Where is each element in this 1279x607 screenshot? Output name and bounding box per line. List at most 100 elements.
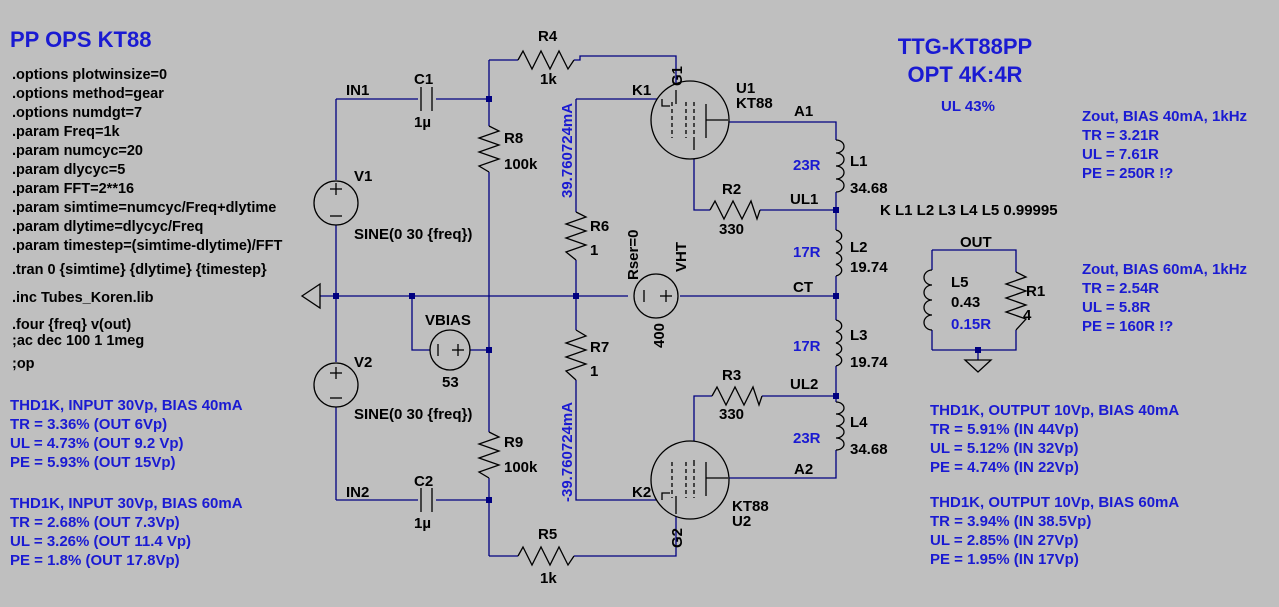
svg-text:UL = 5.12% (IN 32Vp): UL = 5.12% (IN 32Vp): [930, 440, 1079, 457]
capacitor-c2[interactable]: [420, 488, 433, 512]
resistor-r4[interactable]: [517, 49, 575, 71]
svg-text:THD1K, OUTPUT 10Vp, BIAS 40mA: THD1K, OUTPUT 10Vp, BIAS 40mA: [930, 402, 1179, 419]
value-r1: 4: [1023, 307, 1032, 324]
net-label-a1: A1: [794, 103, 813, 120]
value-r8: 100k: [504, 156, 538, 173]
tube-u2[interactable]: [650, 440, 730, 520]
value-l3: 19.74: [850, 354, 888, 371]
svg-text:UL = 7.61R: UL = 7.61R: [1082, 146, 1159, 163]
directive: .param simtime=numcyc/Freq+dlytime: [12, 200, 276, 216]
page-title: PP OPS KT88: [10, 27, 151, 52]
resistor-r7[interactable]: [564, 329, 588, 381]
value-c2: 1µ: [414, 515, 431, 532]
voltage-source-v2[interactable]: [313, 362, 359, 408]
net-label-ul1: UL1: [790, 191, 818, 208]
capacitor-c1[interactable]: [420, 87, 433, 111]
current-readout-r6: 39.760724mA: [559, 103, 576, 198]
pin-label-g1: G1: [669, 66, 686, 86]
net-label-ul2: UL2: [790, 376, 818, 393]
dcr-l2: 17R: [793, 244, 821, 261]
resistor-r3[interactable]: [711, 385, 763, 408]
directive: ;ac dec 100 1 1meg: [12, 333, 144, 349]
model-u2: KT88: [732, 498, 769, 515]
model-u1: KT88: [736, 95, 773, 112]
svg-text:PE = 1.8% (OUT 17.8Vp): PE = 1.8% (OUT 17.8Vp): [10, 552, 180, 569]
svg-text:Zout, BIAS 60mA, 1kHz: Zout, BIAS 60mA, 1kHz: [1082, 261, 1247, 278]
label-vbias: VBIAS: [425, 312, 471, 329]
label-r2: R2: [722, 181, 741, 198]
pin-label-k2: K2: [632, 484, 651, 501]
value-r5: 1k: [540, 570, 557, 587]
directive: .param dlytime=dlycyc/Freq: [12, 219, 203, 235]
directive-list: .options plotwinsize=0 .options method=g…: [12, 67, 282, 372]
label-c1: C1: [414, 71, 433, 88]
zout-60ma: Zout, BIAS 60mA, 1kHz TR = 2.54R UL = 5.…: [1082, 261, 1247, 335]
inductor-l4[interactable]: [835, 401, 845, 451]
svg-text:TR = 3.94% (IN 38.5Vp): TR = 3.94% (IN 38.5Vp): [930, 513, 1091, 530]
label-u1: U1: [736, 80, 755, 97]
directive: .param FFT=2**16: [12, 181, 134, 197]
net-label-in1: IN1: [346, 82, 369, 99]
pin-label-k1: K1: [632, 82, 651, 99]
directive: .options method=gear: [12, 86, 164, 102]
voltage-source-vbias[interactable]: [429, 329, 471, 371]
input-thd-60ma: THD1K, INPUT 30Vp, BIAS 60mA TR = 2.68% …: [10, 495, 243, 569]
value-r6: 1: [590, 242, 598, 259]
pin-label-g2: G2: [669, 528, 686, 548]
label-r6: R6: [590, 218, 609, 235]
output-thd-60ma: THD1K, OUTPUT 10Vp, BIAS 60mA TR = 3.94%…: [930, 494, 1179, 568]
value-l5: 0.43: [951, 294, 980, 311]
voltage-source-v1[interactable]: [313, 180, 359, 226]
svg-text:THD1K, INPUT 30Vp, BIAS 40mA: THD1K, INPUT 30Vp, BIAS 40mA: [10, 397, 243, 414]
label-l2: L2: [850, 239, 868, 256]
directive: .options numdgt=7: [12, 105, 142, 121]
value-r2: 330: [719, 221, 744, 238]
directive: .param timestep=(simtime-dlytime)/FFT: [12, 238, 282, 254]
label-l4: L4: [850, 414, 868, 431]
resistor-r6[interactable]: [564, 211, 588, 261]
inductor-l1[interactable]: [835, 139, 845, 193]
label-l5: L5: [951, 274, 969, 291]
value-r7: 1: [590, 363, 598, 380]
label-v2: V2: [354, 354, 372, 371]
net-label-ct: CT: [793, 279, 813, 296]
directive: .param Freq=1k: [12, 124, 121, 140]
dcr-l3: 17R: [793, 338, 821, 355]
value-r4: 1k: [540, 71, 557, 88]
svg-text:PE = 1.95% (IN 17Vp): PE = 1.95% (IN 17Vp): [930, 551, 1079, 568]
svg-text:TR = 3.36% (OUT 6Vp): TR = 3.36% (OUT 6Vp): [10, 416, 167, 433]
resistor-r9[interactable]: [477, 431, 501, 479]
ground-symbol-output[interactable]: [963, 359, 993, 373]
resistor-r1[interactable]: [1004, 271, 1028, 331]
component-labels: IN1 IN2 C1 1µ C2 1µ R4 1k R5 1k R8 100k …: [346, 28, 1045, 587]
value-vht: 400: [651, 323, 668, 348]
directive: .tran 0 {simtime} {dlytime} {timestep}: [12, 262, 267, 278]
output-thd-40ma: THD1K, OUTPUT 10Vp, BIAS 40mA TR = 5.91%…: [930, 402, 1179, 476]
inductor-l2[interactable]: [835, 229, 843, 277]
net-label-a2: A2: [794, 461, 813, 478]
label-vht: VHT: [673, 242, 690, 272]
label-r7: R7: [590, 339, 609, 356]
inductor-l5[interactable]: [923, 269, 933, 331]
wires: [320, 55, 1017, 557]
value-l1: 34.68: [850, 180, 888, 197]
inductor-l3[interactable]: [835, 319, 843, 367]
label-u2: U2: [732, 513, 751, 530]
label-r3: R3: [722, 367, 741, 384]
svg-text:TTG-KT88PP: TTG-KT88PP: [898, 34, 1032, 59]
label-l1: L1: [850, 153, 868, 170]
value-l4: 34.68: [850, 441, 888, 458]
value-vbias: 53: [442, 374, 459, 391]
label-r9: R9: [504, 434, 523, 451]
voltage-source-vht[interactable]: [633, 273, 679, 319]
resistor-r2[interactable]: [709, 199, 761, 222]
svg-text:THD1K, INPUT 30Vp, BIAS 60mA: THD1K, INPUT 30Vp, BIAS 60mA: [10, 495, 243, 512]
ground-symbol-left[interactable]: [300, 282, 321, 310]
coupling-directive: K L1 L2 L3 L4 L5 0.99995: [880, 202, 1058, 219]
resistor-r8[interactable]: [477, 125, 501, 173]
resistor-r5[interactable]: [517, 545, 575, 567]
tube-u1[interactable]: [650, 80, 730, 160]
label-l3: L3: [850, 327, 868, 344]
